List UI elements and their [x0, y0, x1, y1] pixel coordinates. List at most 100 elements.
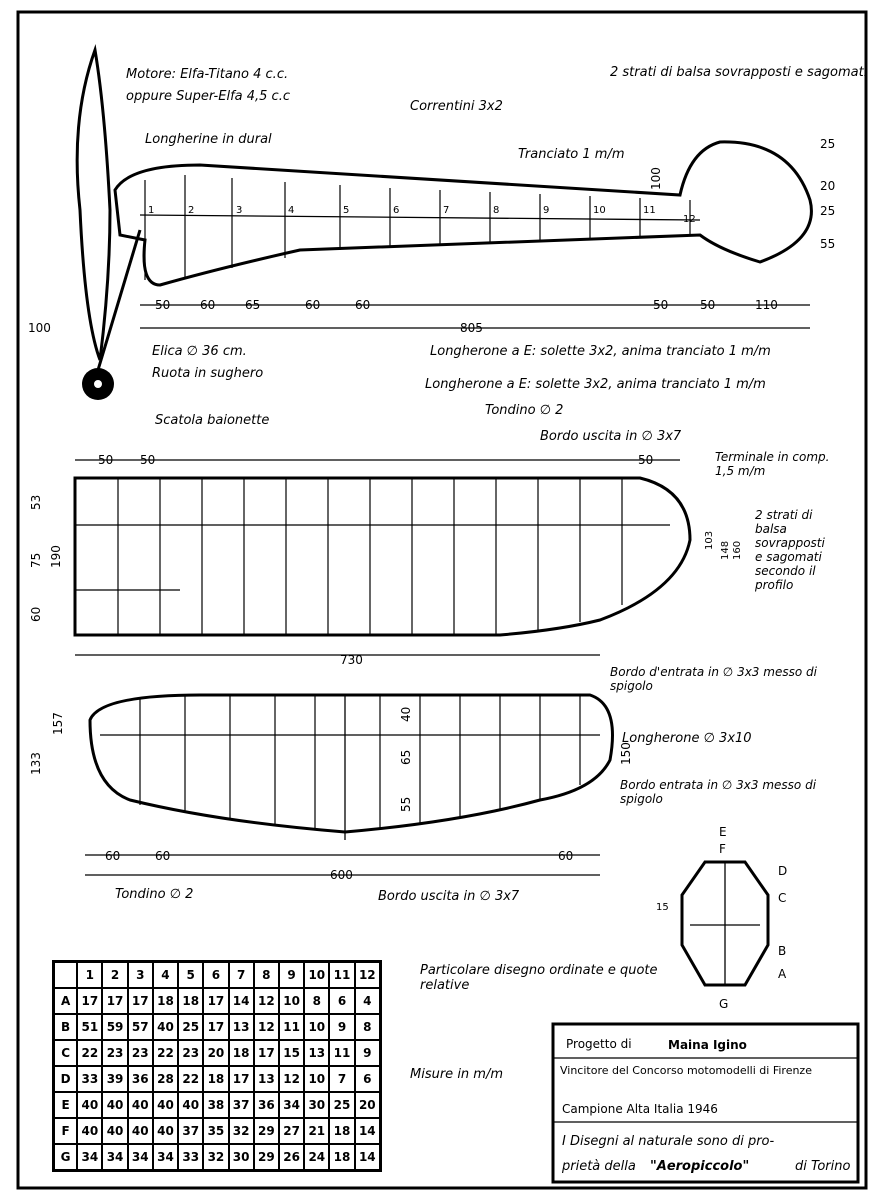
- column-header: 3: [126, 960, 154, 989]
- section-outline: [680, 860, 770, 987]
- table-cell: 28: [151, 1065, 180, 1093]
- station-label: 3: [236, 205, 242, 216]
- table-cell: 18: [227, 1039, 255, 1067]
- table-cell: 10: [303, 1013, 331, 1041]
- dim: 50: [98, 453, 113, 467]
- dim: 100: [28, 321, 51, 335]
- dim: 110: [755, 298, 778, 312]
- table-cell: 21: [303, 1117, 331, 1145]
- table-cell: 14: [353, 1143, 382, 1172]
- fuselage-outline: [113, 140, 813, 287]
- row-header: D: [52, 1065, 79, 1093]
- fuselage-side-view: 1 2 3 4 5 6 7 8 9 10 11 12 Motore: Elfa-…: [28, 44, 868, 400]
- section-label: A: [778, 967, 787, 981]
- rights-note: I Disegni al naturale sono di pro-: [562, 1134, 774, 1149]
- dim: 60: [305, 298, 320, 312]
- magazine-name: "Aeropiccolo": [650, 1159, 749, 1174]
- table-cell: 9: [353, 1039, 382, 1067]
- station-label: 2: [188, 205, 194, 216]
- table-cell: 18: [202, 1065, 230, 1093]
- dim: 60: [200, 298, 215, 312]
- table-cell: 12: [252, 987, 280, 1015]
- column-header: 6: [202, 960, 230, 989]
- table-cell: 24: [303, 1143, 331, 1172]
- table-cell: 29: [252, 1143, 280, 1172]
- table-cell: 18: [177, 987, 205, 1015]
- longherone-label: Longherone a E: solette 3x2, anima tranc…: [430, 344, 771, 359]
- station-label: 6: [393, 205, 399, 216]
- table-cell: 23: [126, 1039, 154, 1067]
- table-cell: 57: [126, 1013, 154, 1041]
- dim: 148: [720, 541, 731, 560]
- table-cell: 40: [177, 1091, 205, 1119]
- table-cell: 37: [227, 1091, 255, 1119]
- dim: 50: [638, 453, 653, 467]
- wing-plan-view: 50 50 50 730 53 75 60 190 103 148 160 Lo…: [29, 377, 830, 693]
- dim: 60: [155, 849, 170, 863]
- table-cell: 17: [126, 987, 154, 1015]
- dim: 103: [704, 531, 715, 550]
- table-cell: 9: [328, 1013, 356, 1041]
- table-cell: 38: [202, 1091, 230, 1119]
- column-header: 2: [101, 960, 129, 989]
- section-label: B: [778, 944, 786, 958]
- wing-bordo-entrata-label: Bordo d'entrata in ∅ 3x3 messo di spigol…: [610, 665, 817, 693]
- stab-tondino-label: Tondino ∅ 2: [115, 887, 193, 902]
- engine-label: Motore: Elfa-Titano 4 c.c.: [126, 67, 288, 82]
- drawing-border: [16, 10, 868, 1190]
- title-block: Progetto di Maina Igino Vincitore del Co…: [551, 1022, 860, 1184]
- table-cell: 30: [227, 1143, 255, 1172]
- propeller-label: Elica ∅ 36 cm.: [152, 344, 247, 359]
- table-cell: 12: [277, 1065, 306, 1093]
- table-cell: 23: [101, 1039, 129, 1067]
- column-header: 9: [277, 960, 306, 989]
- table-cell: 14: [227, 987, 255, 1015]
- table-cell: 32: [227, 1117, 255, 1145]
- table-cell: 6: [328, 987, 356, 1015]
- table-cell: 25: [177, 1013, 205, 1041]
- table-cell: 40: [76, 1117, 104, 1145]
- table-cell: 15: [277, 1039, 306, 1067]
- table-cell: 30: [303, 1091, 331, 1119]
- station-label: 12: [683, 214, 696, 225]
- rights-note: prietà della: [561, 1159, 636, 1174]
- stab-bordo-entrata-label: Bordo entrata in ∅ 3x3 messo di spigolo: [620, 778, 817, 806]
- table-cell: 33: [177, 1143, 205, 1172]
- dim: 53: [29, 495, 43, 510]
- wing-balsa-label: 2 strati di balsa sovrapposti e sagomati…: [755, 508, 825, 592]
- station-label: 1: [148, 205, 154, 216]
- column-header: 4: [151, 960, 180, 989]
- row-header: B: [52, 1013, 79, 1041]
- units-label: Misure in m/m: [410, 1067, 503, 1082]
- dim: 55: [399, 797, 413, 812]
- dim: 190: [49, 545, 63, 568]
- station-label: 7: [443, 205, 449, 216]
- dim: 60: [355, 298, 370, 312]
- rights-note: di Torino: [795, 1159, 850, 1174]
- table-cell: 35: [202, 1117, 230, 1145]
- station-label: 8: [493, 205, 499, 216]
- section-label: C: [778, 891, 786, 905]
- dim: 50: [140, 453, 155, 467]
- table-cell: 40: [151, 1013, 180, 1041]
- table-cell: 17: [202, 987, 230, 1015]
- column-header: 10: [303, 960, 331, 989]
- table-cell: 40: [101, 1117, 129, 1145]
- table-cell: 22: [76, 1039, 104, 1067]
- dim: 75: [29, 553, 43, 568]
- column-header: 8: [252, 960, 280, 989]
- table-corner: [52, 960, 79, 989]
- dim: 100: [649, 167, 663, 190]
- tranciato-label: Tranciato 1 m/m: [518, 147, 625, 162]
- stabilizer-outline: [88, 693, 614, 834]
- scatola-label: Scatola baionette: [155, 413, 269, 428]
- table-cell: 17: [202, 1013, 230, 1041]
- table-cell: 27: [277, 1117, 306, 1145]
- particolare-label: Particolare disegno ordinate e quote rel…: [420, 963, 658, 993]
- station-label: 5: [343, 205, 349, 216]
- table-cell: 13: [303, 1039, 331, 1067]
